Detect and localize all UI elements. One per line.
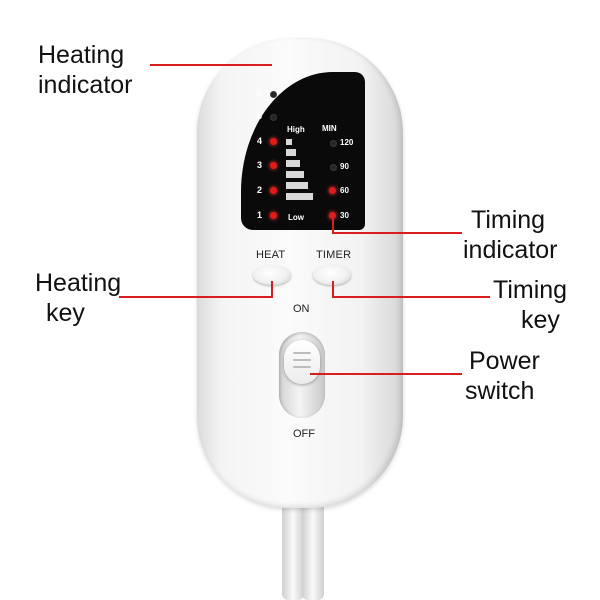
callout-text: Timing <box>471 206 546 234</box>
switch-off-label: OFF <box>293 428 315 440</box>
power-cable <box>302 500 324 600</box>
callout-text: key <box>521 306 560 334</box>
timing-key-callout-line <box>332 296 490 298</box>
timer-button-label: TIMER <box>316 249 352 261</box>
heating-indicator-callout-line <box>150 64 272 66</box>
high-label: High <box>287 125 305 134</box>
heat-level-label: 1 <box>257 210 263 220</box>
switch-on-label: ON <box>293 303 310 315</box>
heat-level-led <box>270 187 277 194</box>
timer-led <box>330 164 337 171</box>
timing-key-callout: Timing key <box>493 275 567 335</box>
timing-indicator-callout-line <box>332 232 462 234</box>
heat-button[interactable] <box>253 265 291 285</box>
heat-level-label: 3 <box>257 160 263 170</box>
timer-value-label: 120 <box>340 138 354 147</box>
power-switch-callout-line <box>310 373 462 375</box>
callout-text: Timing <box>493 276 568 304</box>
heating-key-callout-line <box>271 281 273 298</box>
heat-level-led <box>270 91 277 98</box>
heat-level-led <box>270 138 277 145</box>
heat-level-led <box>270 162 277 169</box>
timer-value-label: 30 <box>340 211 349 220</box>
timer-value-label: 60 <box>340 186 349 195</box>
heating-key-callout-line <box>119 296 272 298</box>
power-cable <box>282 500 304 600</box>
timer-led <box>329 187 336 194</box>
callout-text: indicator <box>463 236 558 264</box>
timing-key-callout-line <box>332 281 334 298</box>
heating-indicator-callout: Heating indicator <box>38 40 133 100</box>
heat-level-bar-graph <box>286 139 313 200</box>
timer-value-label: 90 <box>340 162 349 171</box>
switch-grip <box>293 359 311 361</box>
heat-button-label: HEAT <box>256 249 286 261</box>
timer-led <box>330 140 337 147</box>
heat-level-led <box>270 114 277 121</box>
callout-text: Power <box>469 347 540 375</box>
timing-indicator-callout: Timing indicator <box>463 205 558 265</box>
heating-key-callout: Heating key <box>35 268 121 328</box>
callout-text: Heating <box>35 269 122 297</box>
low-label: Low <box>288 213 304 222</box>
callout-text: switch <box>465 377 535 405</box>
min-label: MIN <box>322 124 337 133</box>
heat-level-label: 5 <box>257 111 263 121</box>
power-switch[interactable] <box>284 340 320 384</box>
power-switch-callout: Power switch <box>465 346 540 406</box>
heat-level-label: 2 <box>257 185 263 195</box>
callout-text: Heating <box>38 41 125 69</box>
heat-level-label: 6 <box>257 89 263 99</box>
heat-level-led <box>270 212 277 219</box>
callout-text: key <box>46 299 85 327</box>
heat-level-label: 4 <box>257 136 263 146</box>
timing-indicator-callout-line <box>332 214 334 233</box>
callout-text: indicator <box>38 71 133 99</box>
switch-grip <box>293 352 311 354</box>
timer-button[interactable] <box>313 265 351 285</box>
switch-grip <box>293 366 311 368</box>
